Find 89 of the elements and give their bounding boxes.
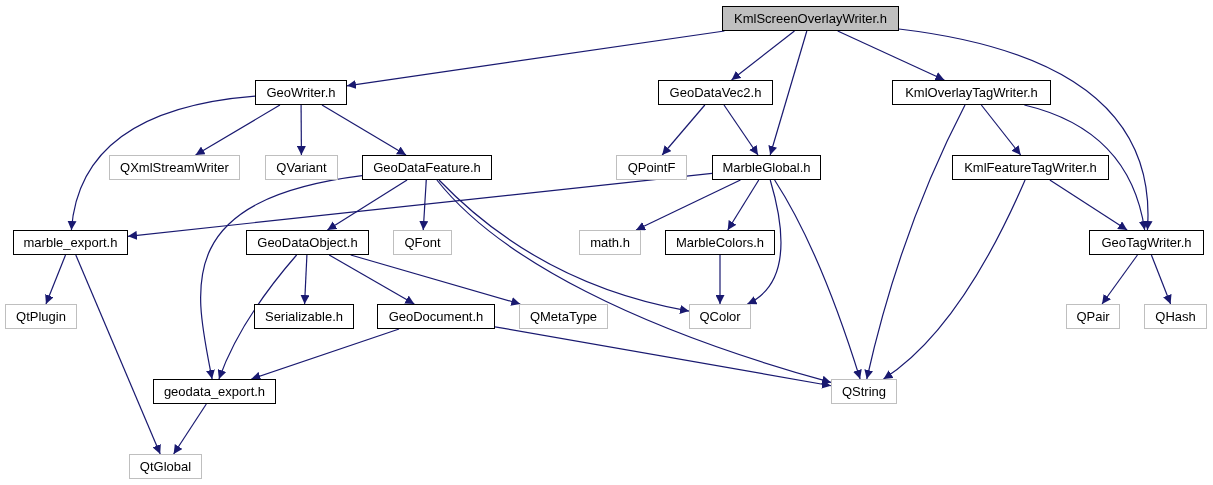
arrow	[723, 104, 759, 156]
arrow	[350, 254, 521, 306]
file-box	[255, 80, 347, 105]
arrow	[68, 95, 256, 231]
file-name: MarbleColors.h	[675, 235, 765, 250]
header-file-box	[265, 155, 338, 180]
header-file-box	[519, 304, 608, 329]
file-box	[665, 230, 775, 255]
arrow	[200, 175, 363, 380]
file-box	[722, 6, 899, 31]
file-name: QtPlugin	[16, 309, 66, 324]
arrow	[494, 326, 832, 389]
file-name: GeoWriter.h	[266, 85, 336, 100]
file-name: QPointF	[627, 160, 676, 175]
arrow	[300, 254, 310, 305]
arrow	[75, 254, 161, 455]
file-name: GeoDataFeature.h	[373, 160, 481, 175]
file-name: GeoDataVec2.h	[669, 85, 762, 100]
file-name: QXmlStreamWriter	[120, 160, 229, 175]
arrow	[898, 28, 1152, 231]
header-file-box	[831, 379, 897, 404]
arrow	[321, 104, 407, 156]
header-file-box	[5, 304, 77, 329]
arrow	[715, 254, 725, 305]
file-box	[892, 80, 1051, 105]
file-name: KmlScreenOverlayWriter.h	[734, 11, 887, 26]
arrow	[1023, 104, 1148, 231]
file-name: math.h	[590, 235, 630, 250]
arrow	[173, 403, 207, 455]
arrow	[436, 179, 832, 385]
arrow	[1101, 254, 1139, 305]
file-box	[153, 379, 276, 404]
file-name: QPair	[1076, 309, 1110, 324]
arrow	[419, 179, 429, 231]
arrow	[837, 30, 945, 81]
file-box	[658, 80, 773, 105]
arrow	[864, 104, 966, 380]
file-box	[712, 155, 821, 180]
arrow	[727, 179, 760, 231]
file-name: QString	[841, 384, 887, 399]
file-box	[362, 155, 492, 180]
arrow	[980, 104, 1022, 156]
file-name: GeoDocument.h	[388, 309, 484, 324]
arrow	[45, 254, 67, 305]
arrow	[661, 104, 706, 156]
file-name: GeoDataObject.h	[257, 235, 358, 250]
file-box	[1089, 230, 1204, 255]
file-box	[254, 304, 354, 329]
arrow	[730, 30, 796, 81]
file-box	[13, 230, 128, 255]
file-name: QMetaType	[529, 309, 598, 324]
header-file-box	[393, 230, 452, 255]
file-name: KmlFeatureTagWriter.h	[964, 160, 1097, 175]
file-name: GeoTagWriter.h	[1101, 235, 1192, 250]
header-file-box	[1066, 304, 1120, 329]
file-box	[377, 304, 495, 329]
arrow	[250, 328, 400, 381]
file-name: QHash	[1155, 309, 1196, 324]
file-name: QVariant	[276, 160, 327, 175]
arrow	[195, 104, 281, 156]
arrow	[774, 179, 862, 380]
header-file-box	[129, 454, 202, 479]
file-name: Serializable.h	[264, 309, 343, 324]
header-file-box	[689, 304, 751, 329]
arrow	[127, 172, 713, 240]
arrow	[328, 254, 415, 305]
file-name: QColor	[699, 309, 741, 324]
header-file-box	[109, 155, 240, 180]
arrow	[326, 179, 408, 231]
arrow	[438, 179, 690, 314]
file-name: MarbleGlobal.h	[722, 160, 811, 175]
arrow	[882, 179, 1026, 380]
file-box	[246, 230, 369, 255]
arrow	[768, 30, 808, 156]
file-name: QtGlobal	[139, 459, 192, 474]
arrow	[217, 254, 298, 380]
arrow	[635, 179, 741, 231]
arrow	[296, 104, 306, 156]
header-file-box	[616, 155, 687, 180]
arrow	[746, 179, 782, 305]
file-box	[952, 155, 1109, 180]
file-name: marble_export.h	[23, 235, 118, 250]
header-file-box	[579, 230, 641, 255]
file-name: KmlOverlayTagWriter.h	[905, 85, 1038, 100]
file-name: QFont	[404, 235, 441, 250]
file-name: geodata_export.h	[163, 384, 266, 399]
arrow	[1049, 179, 1128, 231]
arrow	[1150, 254, 1172, 305]
header-file-box	[1144, 304, 1207, 329]
